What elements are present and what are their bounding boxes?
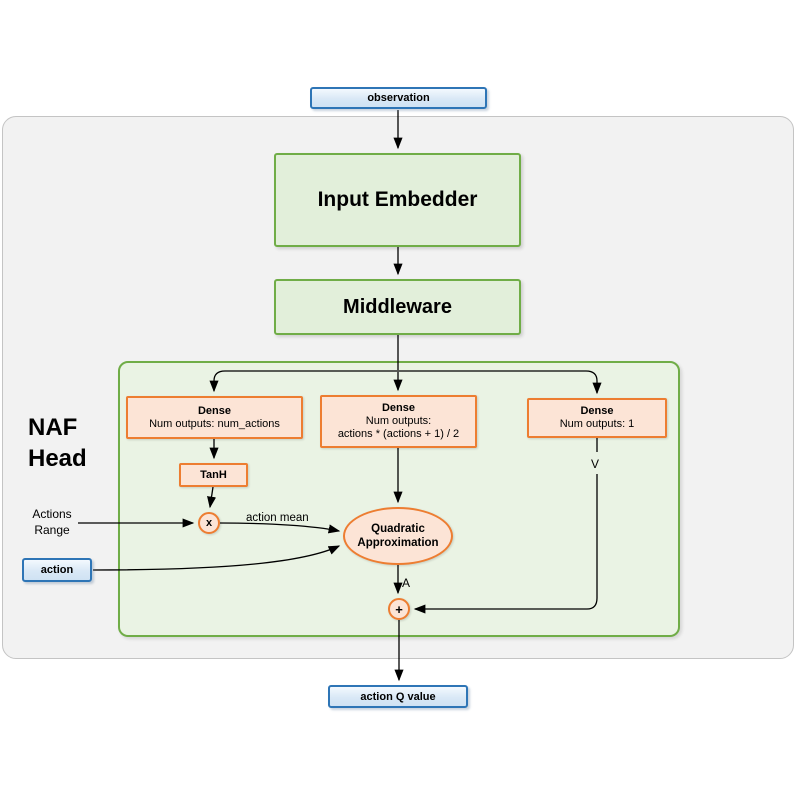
dense-value-title: Dense bbox=[580, 405, 614, 417]
naf-head-label: NAF Head bbox=[28, 412, 87, 474]
action-q-value-node: action Q value bbox=[328, 685, 468, 708]
v-label: V bbox=[591, 457, 600, 471]
dense-actions-title: Dense bbox=[197, 404, 232, 417]
multiply-node: x bbox=[198, 512, 220, 534]
input-embedder-node: Input Embedder bbox=[274, 153, 521, 247]
observation-node: observation bbox=[310, 87, 487, 109]
action-q-value-label: action Q value bbox=[360, 690, 436, 703]
dense-actions-node: Dense Num outputs: num_actions bbox=[126, 396, 303, 439]
actions-range-line1: Actions bbox=[32, 507, 72, 521]
dense-lmatrix-formula: actions * (actions + 1) / 2 bbox=[337, 428, 460, 440]
multiply-label: x bbox=[205, 517, 213, 529]
dense-value-node: Dense Num outputs: 1 bbox=[527, 398, 667, 438]
actions-range-label: Actions Range bbox=[24, 506, 80, 538]
a-label: A bbox=[402, 576, 411, 590]
sum-label: + bbox=[395, 601, 403, 617]
action-mean-label: action mean bbox=[246, 512, 309, 524]
naf-head-label-line2: Head bbox=[28, 445, 87, 472]
middleware-label: Middleware bbox=[343, 295, 452, 318]
quadratic-approximation-node: Quadratic Approximation bbox=[343, 507, 453, 565]
middleware-node: Middleware bbox=[274, 279, 521, 335]
dense-lmatrix-node: Dense Num outputs: actions * (actions + … bbox=[320, 395, 477, 448]
actions-range-line2: Range bbox=[34, 523, 70, 537]
quadratic-line1: Quadratic bbox=[371, 523, 425, 535]
dense-lmatrix-outputs: Num outputs: bbox=[365, 415, 432, 427]
sum-node: + bbox=[388, 598, 410, 620]
action-label: action bbox=[40, 564, 74, 576]
dense-actions-outputs: Num outputs: num_actions bbox=[149, 417, 280, 430]
tanh-node: TanH bbox=[179, 463, 248, 487]
dense-value-outputs: Num outputs: 1 bbox=[559, 418, 635, 430]
observation-label: observation bbox=[367, 92, 430, 104]
action-node: action bbox=[22, 558, 92, 582]
input-embedder-label: Input Embedder bbox=[317, 188, 478, 211]
quadratic-line2: Approximation bbox=[357, 537, 439, 549]
tanh-label: TanH bbox=[200, 468, 227, 481]
naf-head-label-line1: NAF bbox=[28, 414, 78, 441]
dense-lmatrix-title: Dense bbox=[381, 402, 416, 414]
